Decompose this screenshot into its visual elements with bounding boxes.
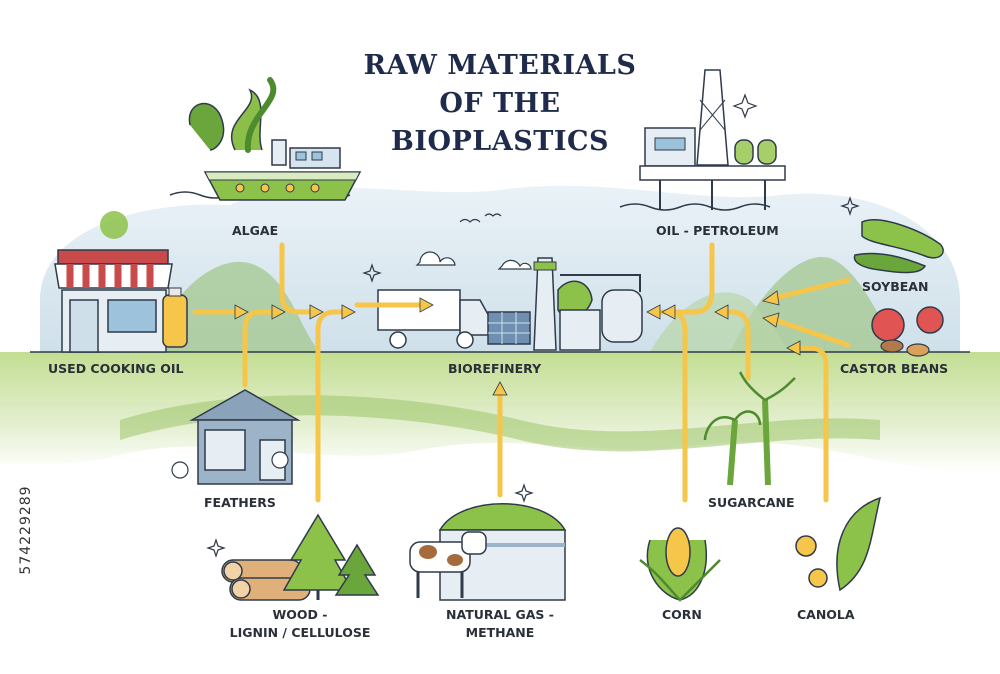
cow-illustration	[409, 531, 487, 598]
label-algae: ALGAE	[232, 223, 279, 238]
label-natural-gas: NATURAL GAS - METHANE	[425, 606, 575, 642]
label-wood-line-1: WOOD -	[272, 607, 328, 622]
corn-illustration	[639, 527, 721, 602]
label-soybean: SOYBEAN	[862, 279, 929, 294]
arrow-canola	[797, 345, 829, 503]
biorefinery-illustration	[487, 257, 643, 351]
truck-illustration	[377, 289, 491, 349]
oil-rig-illustration	[639, 69, 786, 210]
label-sugarcane: SUGARCANE	[708, 495, 795, 510]
side-stock-id: 574229289	[16, 430, 36, 630]
store-illustration	[54, 211, 188, 353]
label-wood-line-2: LIGNIN / CELLULOSE	[229, 625, 371, 640]
sparkle-icons	[206, 93, 860, 558]
label-biorefinery: BIOREFINERY	[448, 361, 542, 376]
arrow-wood	[315, 309, 345, 503]
arrow-oil	[672, 242, 715, 315]
label-wood: WOOD - LIGNIN / CELLULOSE	[215, 606, 385, 642]
label-corn: CORN	[662, 607, 702, 622]
arrow-heads	[234, 290, 801, 396]
arrow-castor	[772, 317, 851, 348]
title-line-2: OF THE	[439, 88, 561, 119]
water-right	[619, 203, 771, 211]
arrow-algae	[279, 242, 313, 315]
arrow-feathers	[242, 309, 275, 388]
algae-boat-illustration	[188, 77, 362, 201]
label-feathers: FEATHERS	[204, 495, 276, 510]
soybean-illustration	[853, 219, 944, 274]
label-natural-gas-line-2: METHANE	[465, 625, 535, 640]
pine-trees-illustration	[282, 513, 380, 600]
clouds-and-birds	[415, 213, 532, 270]
canola-illustration	[795, 496, 882, 592]
title-line-3: BIOPLASTICS	[391, 126, 609, 157]
chicken-coop-illustration	[171, 389, 301, 485]
sugarcane-illustration	[703, 371, 796, 486]
title-line-1: RAW MATERIALS	[363, 50, 637, 81]
side-stock-id-text: 574229289	[18, 485, 34, 575]
label-canola: CANOLA	[797, 607, 855, 622]
label-natural-gas-line-1: NATURAL GAS -	[446, 607, 554, 622]
label-castor-beans: CASTOR BEANS	[840, 361, 949, 376]
label-oil-petroleum: OIL - PETROLEUM	[656, 223, 779, 238]
label-used-cooking-oil: USED COOKING OIL	[48, 361, 184, 376]
castor-beans-illustration	[871, 306, 944, 357]
arrow-soybean	[772, 277, 851, 301]
arrow-sugarcane	[725, 309, 751, 381]
